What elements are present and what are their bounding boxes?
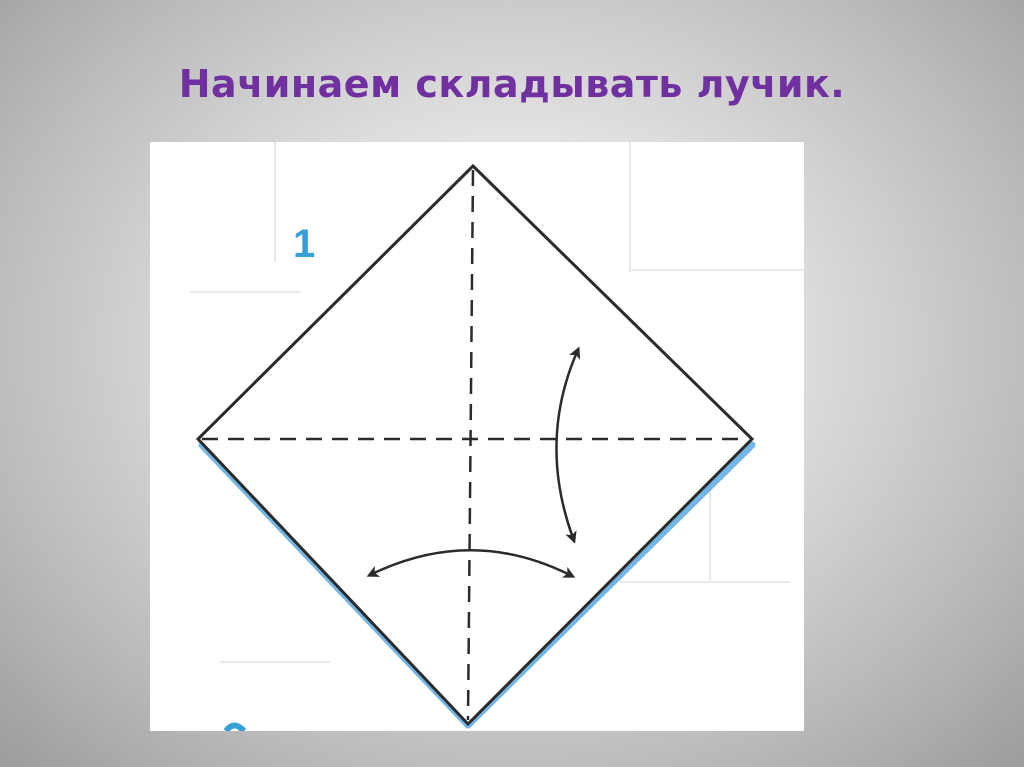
origami-diagram: 1 [150,142,804,731]
fold-arrow-horizontal [366,549,576,578]
next-step-number-fragment [223,722,247,731]
step-number: 1 [293,222,316,266]
paper-square-diamond [195,163,755,727]
fold-arrow-vertical [555,346,581,544]
slide-title: Начинаем складывать лучик. [178,62,846,106]
origami-diagram-drawing [190,142,804,731]
vertical-fold-line [466,169,475,721]
